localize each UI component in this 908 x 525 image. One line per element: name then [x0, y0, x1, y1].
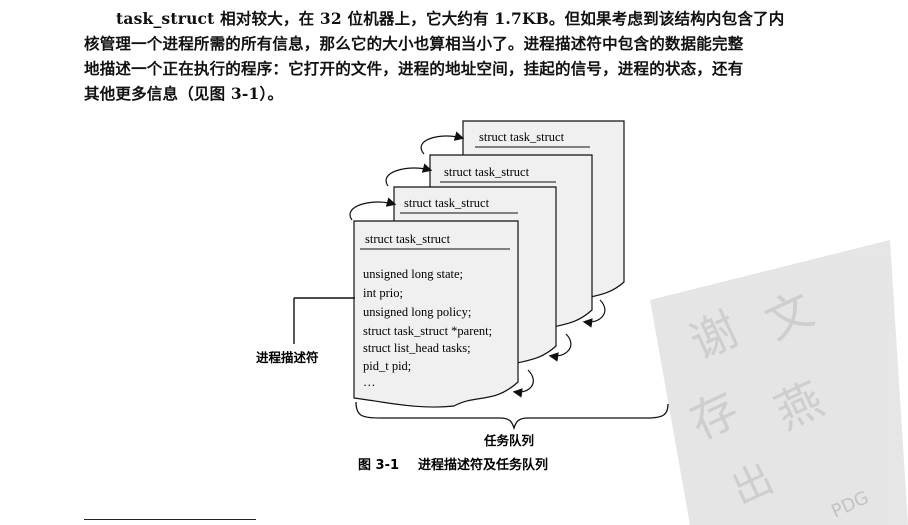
task-queue-brace — [355, 401, 669, 431]
figure-caption-text: 进程描述符及任务队列 — [418, 457, 548, 473]
field-state: unsigned long state; — [363, 267, 463, 281]
watermark-seal: 谢 文 存 燕 出 PDG — [650, 240, 908, 525]
field-prio: int prio; — [363, 286, 403, 300]
card-2-title: struct task_struct — [404, 196, 490, 210]
card-1-title: struct task_struct — [365, 232, 451, 246]
task-card-1: struct task_struct unsigned long state; … — [353, 220, 519, 408]
field-parent: struct task_struct *parent; — [363, 324, 492, 338]
field-policy: unsigned long policy; — [363, 305, 471, 319]
prev-link-arrows — [349, 131, 465, 221]
field-tasks: struct list_head tasks; — [363, 341, 471, 355]
next-link-arrows — [512, 299, 606, 398]
descriptor-label: 进程描述符 — [256, 350, 319, 365]
paragraph-line-1: task_struct 相对较大，在 32 位机器上，它大约有 1.7KB。但如… — [116, 9, 785, 28]
field-pid: pid_t pid; — [363, 359, 411, 373]
field-more: … — [363, 375, 376, 389]
paragraph-line-3: 地描述一个正在执行的程序：它打开的文件，进程的地址空间，挂起的信号，进程的状态，… — [84, 59, 744, 78]
paragraph-line-2: 核管理一个进程所需的所有信息，那么它的大小也算相当小了。进程描述符中包含的数据能… — [84, 34, 744, 53]
footnote-rule — [84, 519, 256, 520]
card-3-title: struct task_struct — [444, 165, 530, 179]
task-queue-label: 任务队列 — [483, 433, 534, 448]
paragraph-line-4: 其他更多信息（见图 3-1）。 — [84, 84, 284, 103]
figure-caption-number: 图 3-1 — [358, 458, 399, 473]
body-paragraph: task_struct 相对较大，在 32 位机器上，它大约有 1.7KB。但如… — [84, 6, 874, 106]
card-4-title: struct task_struct — [479, 130, 565, 144]
descriptor-pointer — [293, 297, 355, 344]
